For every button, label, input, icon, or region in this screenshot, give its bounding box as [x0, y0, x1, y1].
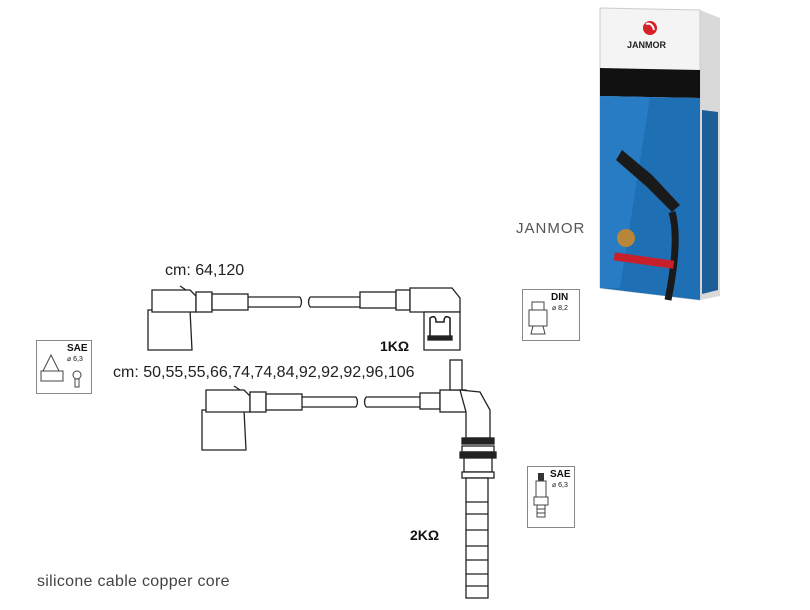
bottom-cable: [201, 359, 497, 599]
spark-plug-icon: [533, 473, 549, 518]
box-boot-image: [616, 150, 680, 212]
top-right-boot: [409, 287, 461, 313]
top-left-boot: [147, 309, 193, 351]
sae-left-diameter: ⌀ 6,3: [67, 356, 83, 363]
distributor-icon: [528, 301, 548, 335]
footer-caption: silicone cable copper core: [37, 573, 230, 590]
top-cable: [147, 285, 461, 351]
bottom-cable-lengths: cm: 50,55,55,66,74,74,84,92,92,92,96,106: [113, 364, 415, 381]
box-black-band: [600, 68, 700, 98]
bottom-right-boot: [459, 389, 491, 439]
top-cable-resistance: 1KΩ: [380, 338, 410, 354]
top-cable-lengths: cm: 64,120: [165, 262, 245, 279]
din-label: DIN: [551, 292, 569, 303]
box-side-blue: [702, 110, 718, 294]
box-logo-text: JANMOR: [627, 40, 667, 50]
sae-standard-badge-left: SAE ⌀ 6,3: [36, 340, 92, 394]
din-standard-badge: DIN ⌀ 8,2: [522, 289, 580, 341]
brand-name: JANMOR: [516, 220, 586, 237]
sae-left-label: SAE: [67, 343, 88, 354]
distributor-cap-icon: [40, 353, 82, 388]
sae-right-diameter: ⌀ 6,3: [552, 482, 568, 489]
din-diameter: ⌀ 8,2: [552, 305, 568, 312]
bottom-cable-resistance: 2KΩ: [410, 527, 440, 543]
bottom-left-boot: [201, 409, 247, 451]
sae-standard-badge-right: SAE ⌀ 6,3: [527, 466, 575, 528]
sae-right-label: SAE: [550, 469, 571, 480]
box-connector-image: [617, 229, 635, 247]
